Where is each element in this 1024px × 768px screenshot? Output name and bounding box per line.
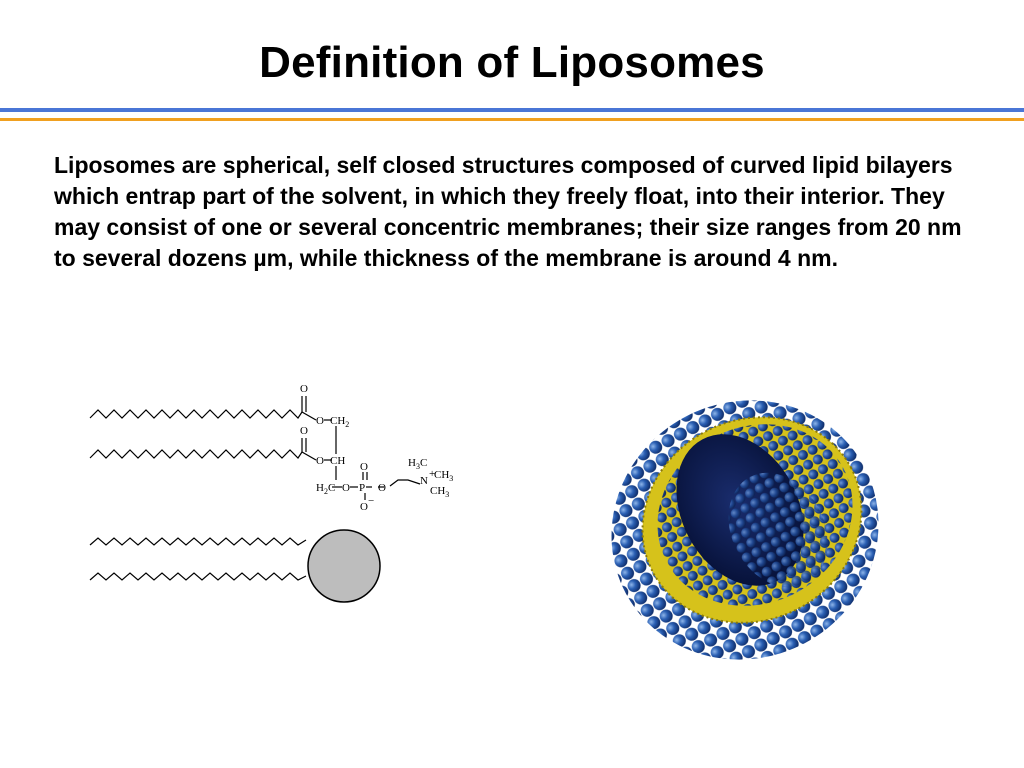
title-divider-orange (0, 118, 1024, 121)
ch-label: CH (330, 455, 345, 467)
fatty-acid-chain-2 (89, 449, 303, 459)
phosphate-oxygen-2: O (378, 482, 386, 494)
schematic-polar-head (307, 529, 381, 603)
fatty-acid-chain-1 (89, 409, 303, 419)
phosphate-oxygen-1: O (342, 482, 350, 494)
title-divider-blue (0, 108, 1024, 112)
ch2-label-1: CH2 (330, 415, 349, 429)
plus-charge: + (429, 468, 435, 480)
nitrogen-label: N (420, 475, 428, 487)
carbonyl-oxygen-1: O (300, 383, 308, 395)
ester-oxygen-1: O (316, 415, 324, 427)
minus-charge: − (368, 495, 374, 507)
ch3-label-1: CH3 (434, 469, 453, 483)
phospholipid-structure-figure: O O CH2 O O CH H2C O P O O − O H3C N + C… (89, 383, 453, 603)
slide-title: Definition of Liposomes (259, 38, 765, 87)
carbonyl-oxygen-2: O (300, 425, 308, 437)
phosphorus-label: P (359, 482, 365, 494)
phosphate-oxygen-bottom: O (360, 501, 368, 513)
ch3-label-2: CH3 (430, 485, 449, 499)
ester-oxygen-2: O (316, 455, 324, 467)
schematic-tail-1 (89, 537, 307, 546)
liposome-illustration (611, 400, 879, 660)
schematic-tail-2 (89, 572, 307, 581)
phosphate-oxygen-top: O (360, 461, 368, 473)
h3c-label: H3C (408, 457, 427, 471)
definition-text: Liposomes are spherical, self closed str… (54, 152, 962, 271)
h2c-label: H2C (316, 482, 335, 496)
